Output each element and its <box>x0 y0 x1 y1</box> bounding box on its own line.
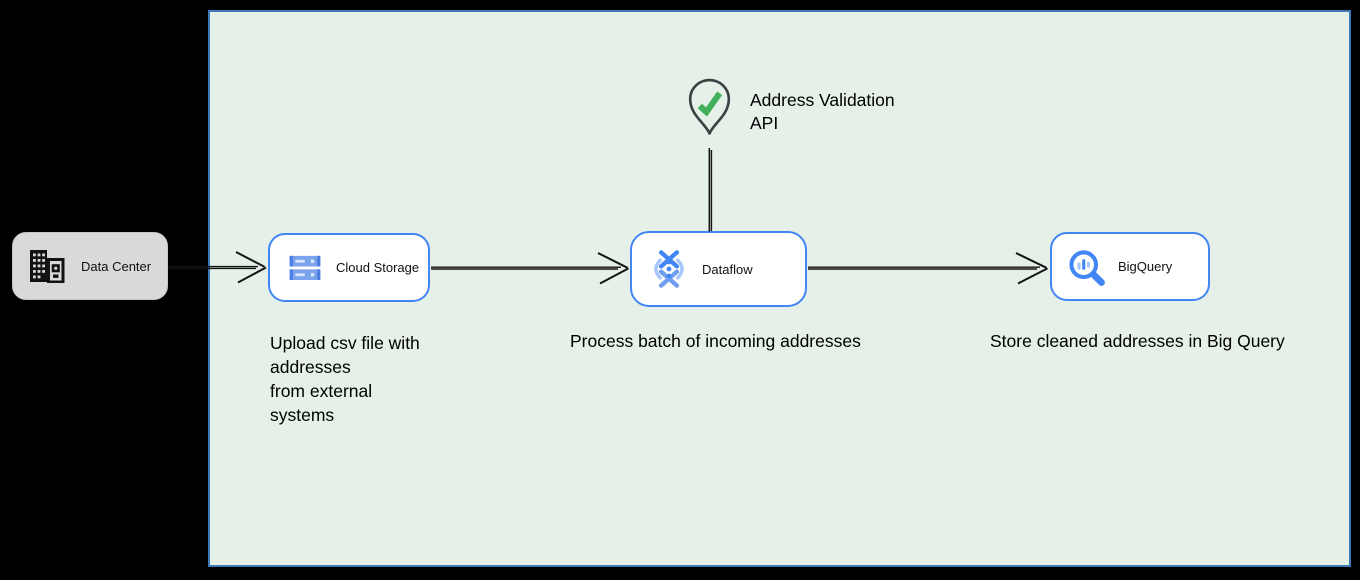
node-cloud-storage[interactable]: Cloud Storage <box>268 233 430 302</box>
dataflow-icon <box>648 246 690 292</box>
map-pin-check-icon <box>686 78 733 142</box>
node-data-center[interactable]: Data Center <box>12 232 168 300</box>
caption-store: Store cleaned addresses in Big Query <box>990 331 1285 351</box>
node-label: BigQuery <box>1118 259 1173 274</box>
node-label: Data Center <box>81 258 152 274</box>
bigquery-icon <box>1066 247 1106 287</box>
caption-upload: Upload csv file with addresses from exte… <box>270 333 420 425</box>
cloud-storage-icon <box>287 250 323 286</box>
caption-process: Process batch of incoming addresses <box>570 331 861 351</box>
node-label: Dataflow <box>702 261 753 277</box>
api-marker-label: Address Validation API <box>750 90 895 133</box>
node-dataflow[interactable]: Dataflow <box>630 231 807 307</box>
building-icon <box>29 249 67 283</box>
node-label: Cloud Storage <box>336 260 420 275</box>
node-bigquery[interactable]: BigQuery <box>1050 232 1210 301</box>
